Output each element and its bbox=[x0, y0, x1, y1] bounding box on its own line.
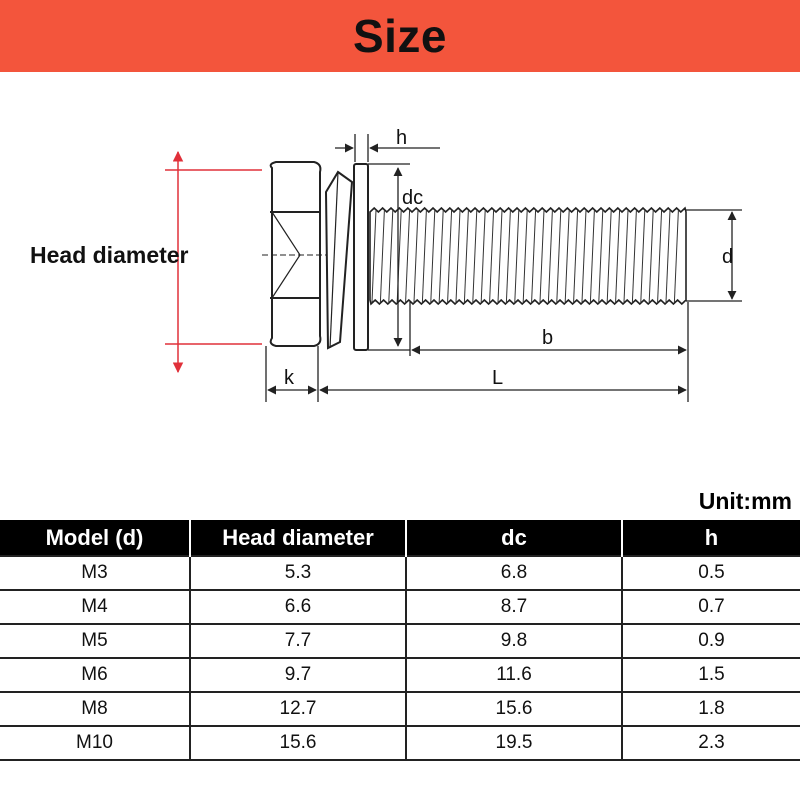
dc-dimension bbox=[368, 163, 410, 351]
thread-line bbox=[539, 209, 545, 303]
table-row: M3 5.3 6.8 0.5 bbox=[0, 555, 800, 591]
thread-line bbox=[438, 209, 444, 303]
thread-line bbox=[581, 209, 587, 303]
thread-line bbox=[623, 209, 629, 303]
k-dimension bbox=[265, 346, 319, 402]
d-label: d bbox=[722, 246, 733, 268]
table-cell: 0.7 bbox=[621, 590, 800, 625]
thread-line bbox=[379, 209, 385, 303]
thread-line bbox=[447, 209, 453, 303]
thread-line bbox=[640, 209, 646, 303]
h-label: h bbox=[396, 127, 407, 149]
thread-line bbox=[505, 209, 511, 303]
thread-line bbox=[631, 209, 637, 303]
table-row: M6 9.7 11.6 1.5 bbox=[0, 658, 800, 693]
table-cell: 2.3 bbox=[621, 726, 800, 761]
table-cell: M6 bbox=[0, 658, 190, 693]
threaded-shank bbox=[369, 206, 687, 306]
table-cell: 6.8 bbox=[405, 555, 622, 591]
screw-diagram: Head diameter h bbox=[0, 72, 800, 472]
thread-line bbox=[371, 209, 377, 303]
table-cell: 12.7 bbox=[189, 692, 406, 727]
table-cell: M8 bbox=[0, 692, 190, 727]
L-label: L bbox=[492, 367, 503, 389]
table-cell: 5.3 bbox=[189, 555, 406, 591]
table-cell: 0.9 bbox=[621, 624, 800, 659]
dc-label: dc bbox=[402, 187, 423, 209]
thread-line bbox=[497, 209, 503, 303]
b-dimension bbox=[409, 302, 689, 402]
column-header-h: h bbox=[621, 520, 800, 556]
size-table: Model (d) Head diameter dc h M3 5.3 6.8 … bbox=[0, 520, 800, 761]
thread-line bbox=[673, 209, 679, 303]
thread-line bbox=[480, 209, 486, 303]
thread-line bbox=[455, 209, 461, 303]
k-label: k bbox=[284, 367, 295, 389]
thread-line bbox=[463, 209, 469, 303]
d-dimension bbox=[686, 209, 742, 302]
flat-washer bbox=[353, 163, 369, 351]
thread-line bbox=[556, 209, 562, 303]
thread-line bbox=[589, 209, 595, 303]
table-cell: 11.6 bbox=[405, 658, 622, 693]
thread-line bbox=[598, 209, 604, 303]
table-row: M4 6.6 8.7 0.7 bbox=[0, 590, 800, 625]
thread-line bbox=[531, 209, 537, 303]
thread-line bbox=[648, 209, 654, 303]
table-cell: 15.6 bbox=[405, 692, 622, 727]
column-header-head-diameter: Head diameter bbox=[189, 520, 406, 556]
thread-line bbox=[522, 209, 528, 303]
thread-line bbox=[665, 209, 671, 303]
table-cell: M3 bbox=[0, 555, 190, 591]
thread-line bbox=[657, 209, 663, 303]
head-diameter-label: Head diameter bbox=[30, 242, 189, 268]
b-label: b bbox=[542, 327, 553, 349]
page-title: Size bbox=[352, 10, 448, 62]
column-header-model: Model (d) bbox=[0, 520, 190, 556]
table-cell: 9.8 bbox=[405, 624, 622, 659]
column-header-dc: dc bbox=[405, 520, 622, 556]
title-banner: Size bbox=[0, 0, 800, 72]
table-cell: 19.5 bbox=[405, 726, 622, 761]
table-cell: M5 bbox=[0, 624, 190, 659]
table-cell: 0.5 bbox=[621, 555, 800, 591]
table-row: M8 12.7 15.6 1.8 bbox=[0, 692, 800, 727]
thread-line bbox=[615, 209, 621, 303]
thread-line bbox=[430, 209, 436, 303]
thread-line bbox=[514, 209, 520, 303]
table-row: M10 15.6 19.5 2.3 bbox=[0, 726, 800, 761]
table-cell: 1.5 bbox=[621, 658, 800, 693]
h-dimension bbox=[335, 134, 440, 162]
head-diameter-dimension bbox=[165, 150, 262, 374]
thread-line bbox=[564, 209, 570, 303]
table-cell: 7.7 bbox=[189, 624, 406, 659]
table-cell: 6.6 bbox=[189, 590, 406, 625]
thread-outline bbox=[369, 206, 687, 306]
table-header-row: Model (d) Head diameter dc h bbox=[0, 520, 800, 556]
thread-line bbox=[421, 209, 427, 303]
table-cell: 15.6 bbox=[189, 726, 406, 761]
screw-drawing: Head diameter h bbox=[30, 127, 742, 402]
spring-washer bbox=[324, 170, 354, 350]
thread-line bbox=[573, 209, 579, 303]
thread-line bbox=[472, 209, 478, 303]
thread-line bbox=[405, 209, 411, 303]
thread-line bbox=[413, 209, 419, 303]
hex-head bbox=[262, 161, 326, 347]
thread-line bbox=[489, 209, 495, 303]
table-cell: 9.7 bbox=[189, 658, 406, 693]
table-row: M5 7.7 9.8 0.9 bbox=[0, 624, 800, 659]
thread-line bbox=[606, 209, 612, 303]
unit-label: Unit:mm bbox=[698, 488, 792, 514]
table-cell: M4 bbox=[0, 590, 190, 625]
table-cell: 1.8 bbox=[621, 692, 800, 727]
table-cell: M10 bbox=[0, 726, 190, 761]
thread-line bbox=[547, 209, 553, 303]
table-cell: 8.7 bbox=[405, 590, 622, 625]
thread-line bbox=[388, 209, 394, 303]
